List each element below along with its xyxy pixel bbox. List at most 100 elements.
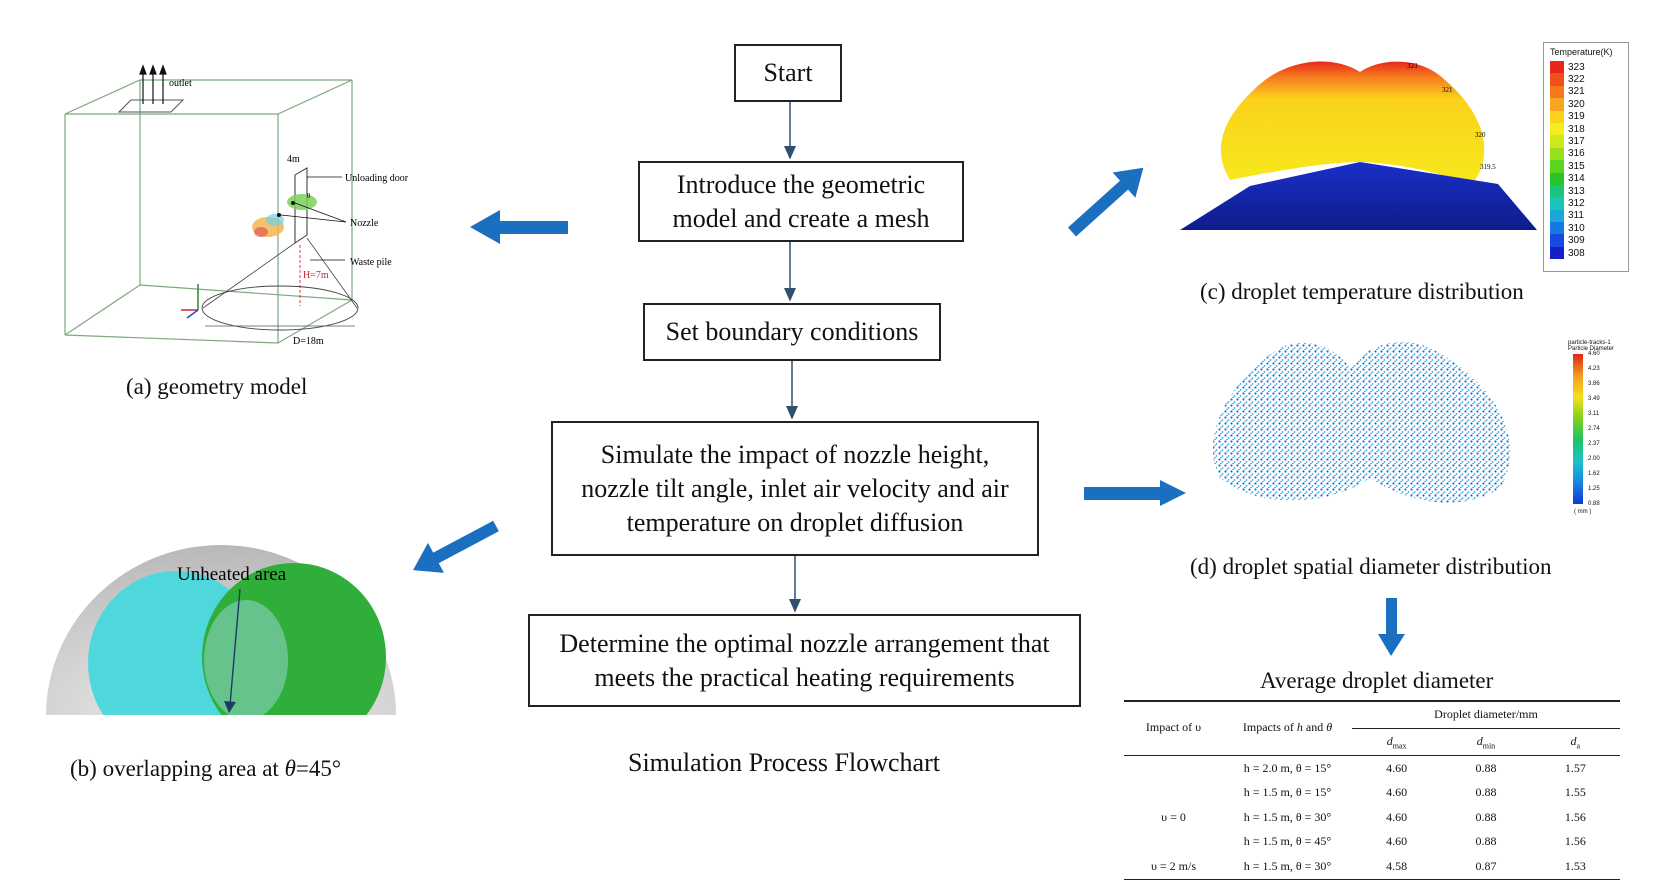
temperature-legend-swatch [1550, 222, 1564, 235]
temperature-legend-swatch [1550, 234, 1564, 247]
temperature-legend-row: 316 [1550, 147, 1624, 161]
waste-pile-label: Waste pile [350, 257, 392, 268]
temperature-legend-value: 311 [1568, 210, 1584, 222]
temperature-legend-value: 308 [1568, 247, 1585, 259]
table-cell-dmin: 0.88 [1475, 809, 1497, 824]
unheated-area-label: Unheated area [177, 564, 287, 585]
table-cell-v: υ = 0 [1161, 809, 1186, 824]
overlap-region [204, 600, 288, 715]
temperature-legend-swatch [1550, 135, 1564, 148]
temperature-legend-value: 317 [1568, 136, 1585, 148]
diameter-legend-value: 0.88 [1588, 501, 1600, 507]
unloading-door-label: Unloading door [345, 173, 409, 184]
temperature-legend-value: 314 [1568, 173, 1585, 185]
temperature-legend-title: Temperature(K) [1550, 47, 1613, 57]
geometry-model: outlet 4m Unloading door θ Nozzle Waste … [64, 64, 409, 347]
temperature-legend-value: 318 [1568, 123, 1585, 135]
flow-step-determine: Determine the optimal nozzle arrangement… [528, 614, 1081, 707]
flow-step-start-text: Start [763, 58, 813, 87]
temperature-legend-row: 308 [1550, 246, 1624, 260]
temperature-legend-row: 317 [1550, 135, 1624, 148]
temperature-legend-row: 309 [1550, 234, 1624, 247]
temperature-legend-row: 320 [1550, 98, 1624, 111]
overlap-caption-suffix: =45° [295, 756, 342, 781]
contour-label-3: 320 [1475, 131, 1486, 139]
waste-pile-base [201, 285, 359, 331]
temperature-legend-row: 318 [1550, 122, 1624, 136]
table-cell-cond: h = 1.5 m, θ = 30° [1243, 809, 1332, 824]
ground-plane [1180, 162, 1537, 230]
table-cell-dmin: 0.88 [1475, 760, 1497, 775]
flowchart-title: Simulation Process Flowchart [628, 748, 940, 777]
temperature-legend-row: 311 [1550, 209, 1624, 223]
room-top-face [64, 79, 353, 115]
overlap-caption-prefix: (b) overlapping area at [70, 756, 285, 781]
diameter-legend: particle-tracks-1 Particle Diameter 4.60… [1568, 340, 1648, 530]
nozzle-point-1 [291, 201, 295, 205]
flow-step-geometry: Introduce the geometric model and create… [638, 161, 964, 242]
pointer-arrow-icon [224, 701, 236, 713]
temperature-legend-row: 310 [1550, 222, 1624, 235]
temperature-legend-row: 315 [1550, 160, 1624, 173]
diameter-figure [1212, 341, 1511, 503]
diameter-legend-value: 3.86 [1588, 381, 1600, 387]
diameter-legend-title-1: particle-tracks-1 [1568, 340, 1611, 346]
da-d: d [1570, 733, 1577, 748]
temperature-legend-swatch [1550, 197, 1564, 210]
col-header-impact-h-theta: Impacts of h and θ [1223, 700, 1352, 756]
table-cell-dmax: 4.58 [1386, 858, 1408, 873]
table-cell-dmax: 4.60 [1386, 809, 1408, 824]
temperature-legend-swatch [1550, 98, 1564, 111]
svg-text:θ: θ [307, 192, 311, 200]
diameter-legend-value: 1.62 [1588, 471, 1600, 477]
col-header-dmax: dmax [1352, 729, 1441, 756]
temperature-legend-value: 310 [1568, 222, 1585, 234]
arrow-to-temperature [1067, 167, 1144, 237]
temperature-legend-swatch [1550, 160, 1564, 173]
droplet-diameter-table: Impact of υ Impacts of h and θ Droplet d… [1124, 700, 1620, 880]
table-cell-v [1124, 756, 1223, 781]
arrow-to-geometry [470, 210, 568, 244]
da-sub: a [1576, 741, 1581, 751]
col-header-and: and [1302, 720, 1327, 734]
table-cell-da: 1.56 [1564, 834, 1586, 849]
flow-step-start: Start [734, 44, 842, 102]
diameter-legend-value: 2.74 [1588, 426, 1600, 432]
overlap-figure: Unheated area [46, 545, 396, 715]
table-cell-dmin: 0.88 [1475, 785, 1497, 800]
temperature-legend-value: 313 [1568, 185, 1585, 197]
arrow-to-table [1378, 598, 1405, 656]
outlet-opening [117, 99, 185, 113]
temperature-legend-swatch [1550, 246, 1564, 260]
diameter-legend-value: 3.11 [1588, 411, 1600, 417]
diameter-legend-value: 2.00 [1588, 456, 1600, 462]
diameter-spray-cloud [1212, 341, 1511, 503]
col-header-h: h [1296, 720, 1303, 734]
diameter-legend-value: 3.49 [1588, 396, 1600, 402]
temperature-legend-row: 321 [1550, 85, 1624, 99]
table-cell-cond: h = 2.0 m, θ = 15° [1243, 760, 1332, 775]
dmin-d: d [1476, 733, 1483, 748]
diameter-legend-value: 4.60 [1588, 351, 1600, 357]
diameter-legend-title-2: Particle Diameter [1568, 346, 1615, 352]
dmin-sub: min [1482, 741, 1496, 751]
overlap-caption-theta: θ [284, 756, 296, 781]
outlet-label: outlet [169, 78, 192, 89]
temperature-legend-value: 312 [1568, 197, 1585, 209]
temperature-figure: 323 321 320 319.5 [1180, 61, 1537, 230]
temperature-legend-row: 322 [1550, 73, 1624, 86]
contour-label-2: 321 [1442, 86, 1453, 94]
contour-label-4: 319.5 [1480, 163, 1496, 171]
temperature-spray-body [1220, 61, 1485, 185]
dmax-d: d [1386, 733, 1393, 748]
temperature-legend-row: 314 [1550, 172, 1624, 185]
table-cell-dmin: 0.88 [1475, 834, 1497, 849]
temperature-legend-row: 312 [1550, 197, 1624, 210]
